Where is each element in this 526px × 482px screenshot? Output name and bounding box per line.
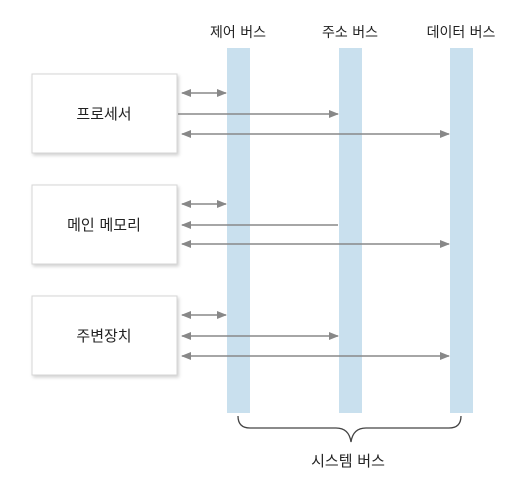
memory-label: 메인 메모리: [67, 216, 141, 234]
processor-label: 프로세서: [76, 105, 131, 123]
control-bus-label: 제어 버스: [210, 25, 266, 41]
data-bus-bar: [450, 48, 473, 413]
address-bus-bar: [339, 48, 362, 413]
processor-box: [31, 73, 178, 154]
system-bus-brace: [237, 415, 462, 443]
system-bus-label: 시스템 버스: [311, 452, 385, 470]
memory-box: [31, 184, 178, 265]
control-bus-bar: [227, 48, 250, 413]
address-bus-label: 주소 버스: [322, 25, 378, 41]
peripheral-label: 주변장치: [76, 327, 131, 345]
data-bus-label: 데이터 버스: [427, 25, 496, 41]
peripheral-box: [31, 295, 178, 376]
